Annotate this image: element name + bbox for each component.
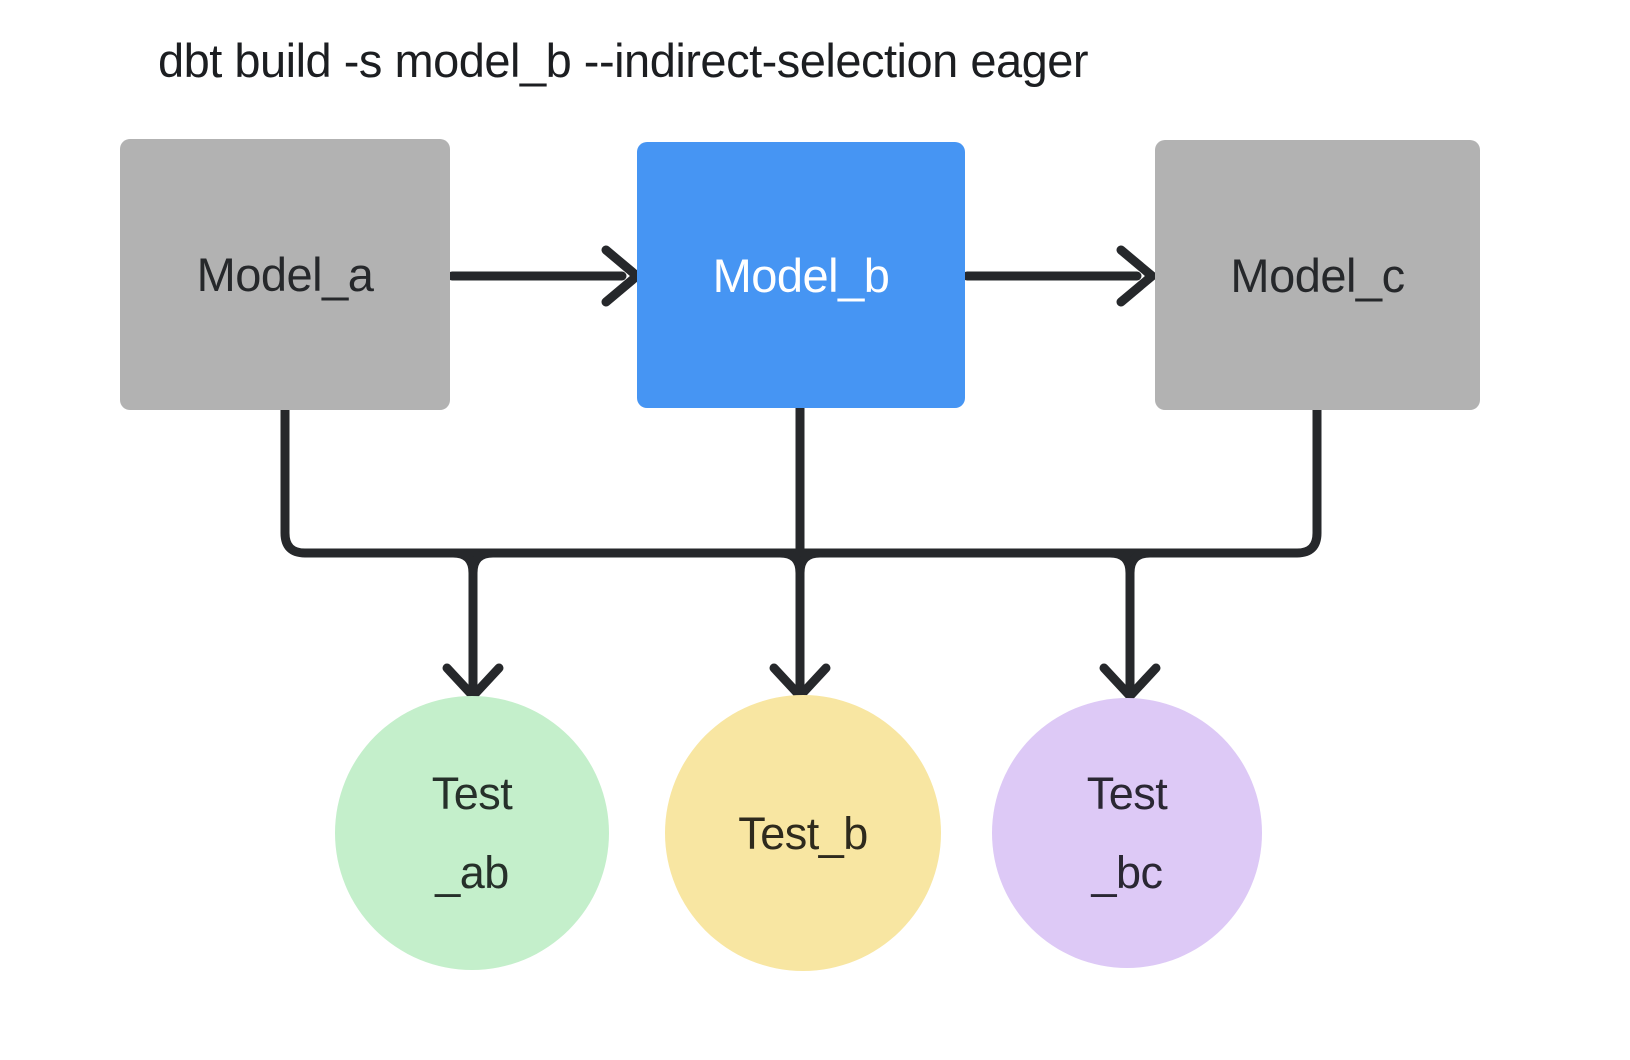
- node-model-b-label: Model_b: [712, 248, 890, 302]
- bus-join-right-of-model-b: [795, 548, 825, 578]
- node-test-bc: Test _bc: [992, 698, 1262, 968]
- bus-join-left-of-model-b: [775, 548, 805, 578]
- node-test-bc-label-line1: Test: [1086, 768, 1168, 819]
- diagram-title: dbt build -s model_b --indirect-selectio…: [158, 34, 1089, 87]
- node-test-ab: Test _ab: [335, 696, 609, 970]
- node-test-ab-label-line2: _ab: [435, 847, 509, 898]
- node-model-c-label: Model_c: [1230, 248, 1405, 302]
- drop-to-test-bc-left-join: [1105, 548, 1135, 578]
- node-test-b: Test_b: [665, 695, 941, 971]
- arrowhead-test-b: [769, 663, 831, 701]
- test-bus-rail: [280, 405, 1322, 558]
- node-model-c: Model_c: [1155, 140, 1480, 410]
- node-model-a: Model_a: [120, 139, 450, 410]
- drop-to-test-ab-right-join: [468, 548, 498, 578]
- drop-to-test-ab: [448, 548, 478, 691]
- node-model-a-label: Model_a: [196, 248, 374, 301]
- arrowhead-test-ab: [442, 663, 504, 701]
- node-model-b: Model_b: [637, 142, 965, 408]
- node-test-ab-label-line1: Test: [431, 768, 513, 819]
- node-test-bc-label-line2: _bc: [1091, 847, 1163, 898]
- drop-to-test-bc: [1125, 548, 1155, 691]
- arrowhead-test-bc: [1099, 663, 1161, 701]
- node-test-b-label-line1: Test_b: [738, 807, 868, 859]
- arrowhead-model-c: [1116, 245, 1157, 307]
- arrowhead-model-b: [601, 245, 642, 307]
